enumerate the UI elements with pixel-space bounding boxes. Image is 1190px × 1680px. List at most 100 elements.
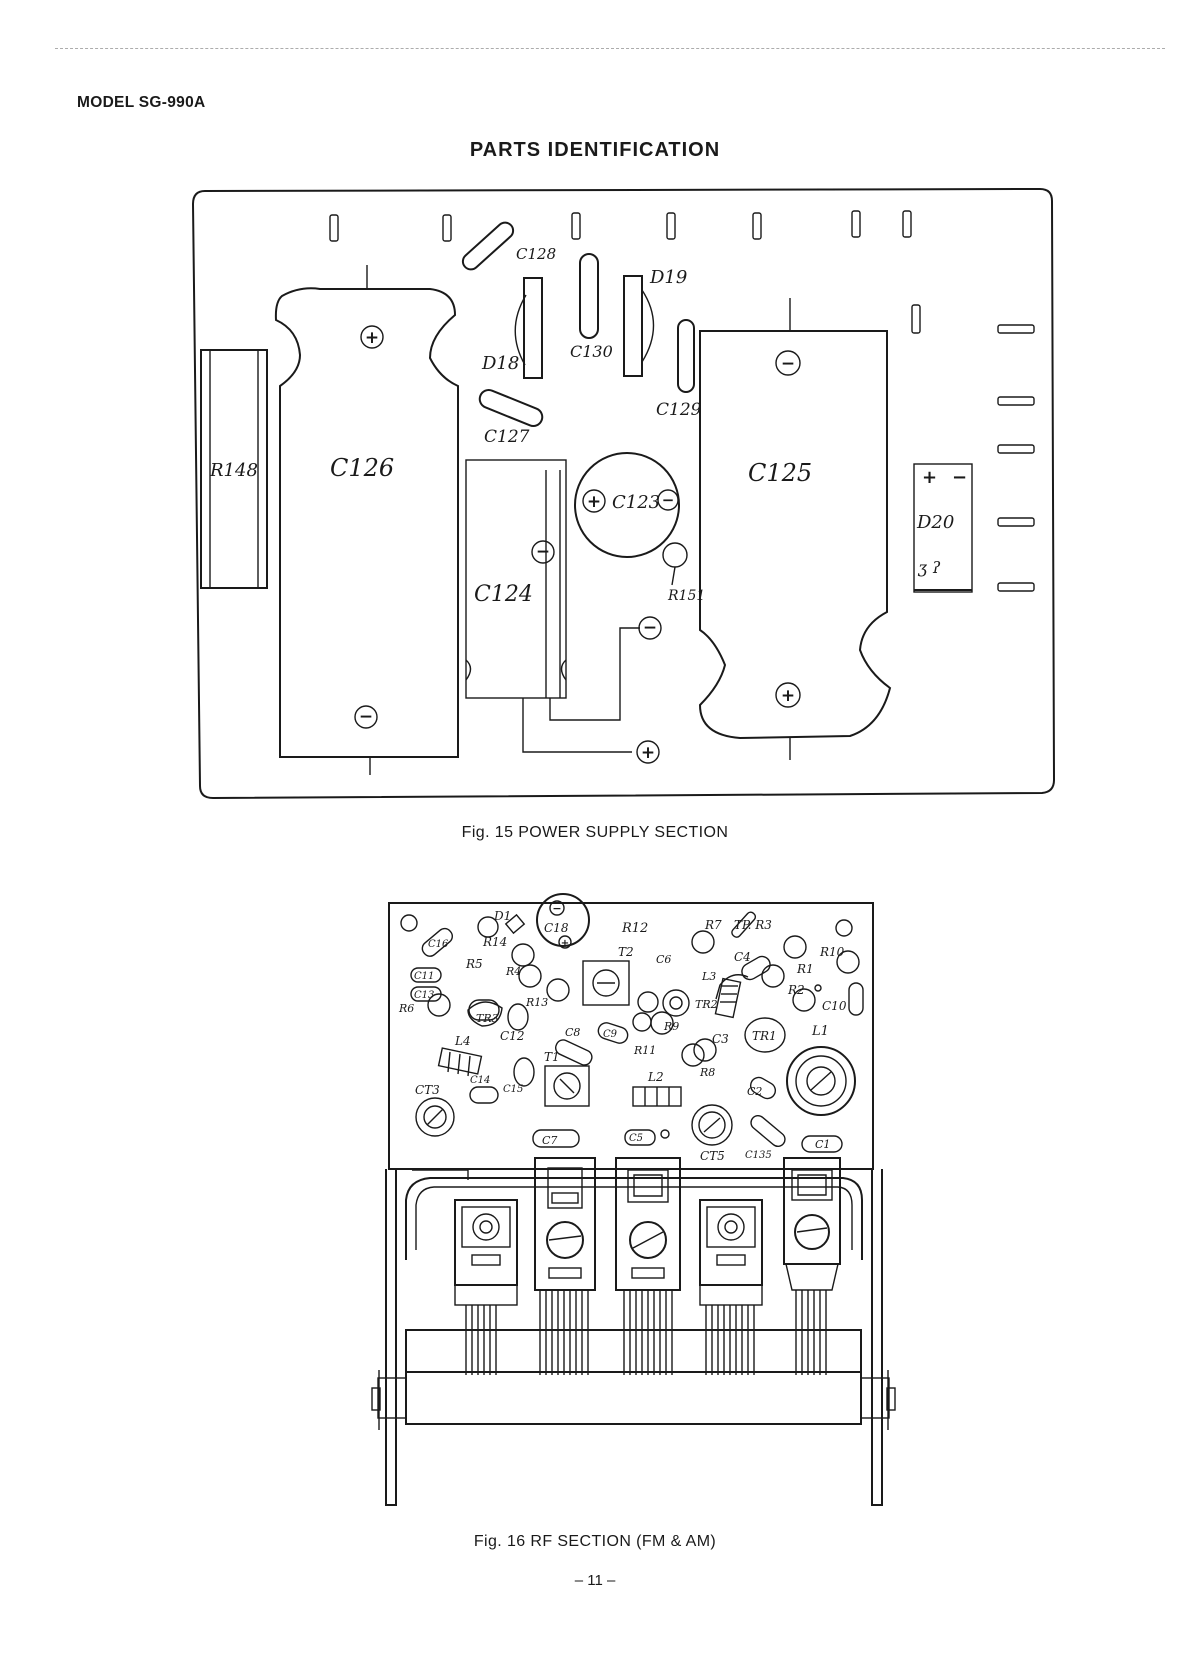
label-d18: D18 — [481, 353, 519, 374]
label-c13: C13 — [414, 990, 434, 1001]
svg-text:−: − — [952, 467, 967, 488]
c130-capacitor — [579, 253, 599, 339]
svg-text:−: − — [552, 902, 561, 915]
svg-text:+: + — [587, 492, 601, 512]
label-l1: L1 — [811, 1024, 829, 1039]
label-t1: T1 — [544, 1050, 560, 1064]
label-c130: C130 — [570, 342, 613, 361]
label-r12: R12 — [621, 921, 648, 936]
label-r10: R10 — [819, 945, 845, 959]
label-r9: R9 — [663, 1020, 679, 1033]
c18-capacitor — [536, 893, 590, 947]
label-r148: R148 — [209, 460, 258, 481]
label-tp-r3: TP. R3 — [734, 918, 772, 932]
c125-capacitor — [698, 330, 892, 740]
label-c8: C8 — [565, 1026, 580, 1039]
label-c5: C5 — [629, 1133, 643, 1144]
svg-text:−: − — [662, 491, 675, 509]
label-c128: C128 — [516, 245, 556, 263]
figure-15-caption: Fig. 15 POWER SUPPLY SECTION — [461, 824, 729, 841]
c126-capacitor — [274, 287, 459, 758]
svg-text:+: + — [922, 467, 937, 488]
r148-resistor — [200, 349, 268, 589]
d20-bridge-rectifier: + − ʒ ʔ — [913, 463, 973, 593]
svg-text:−: − — [359, 707, 373, 727]
psu-right-pins — [997, 324, 1035, 592]
label-r151: R151 — [667, 588, 705, 604]
rf-transistors — [467, 974, 786, 1062]
label-c11: C11 — [414, 971, 434, 982]
label-c135: C135 — [745, 1150, 772, 1161]
psu-board-outline — [191, 187, 1056, 800]
label-c127: C127 — [484, 427, 530, 447]
model-heading: MODEL SG-990A — [77, 94, 206, 111]
c124-capacitor: − — [465, 459, 567, 699]
c129-capacitor — [677, 319, 695, 393]
label-c126: C126 — [330, 454, 394, 482]
label-r4: R4 — [505, 965, 521, 978]
c123-capacitor — [574, 452, 680, 558]
label-tr3: TR3 — [476, 1012, 499, 1025]
top-rule — [55, 48, 1165, 50]
label-c129: C129 — [656, 400, 702, 420]
page-number: – 11 – — [574, 1572, 616, 1589]
rf-coils — [437, 977, 742, 1107]
label-r7: R7 — [704, 918, 722, 932]
label-r6: R6 — [398, 1002, 414, 1015]
label-r13: R13 — [525, 996, 548, 1009]
label-c15: C15 — [503, 1084, 523, 1095]
label-c124: C124 — [474, 582, 533, 607]
d19-diode — [623, 275, 643, 377]
d1-diode — [504, 913, 526, 935]
d19-outline — [641, 289, 655, 363]
label-l2: L2 — [647, 1070, 664, 1084]
label-c3: C3 — [712, 1032, 729, 1046]
rf-switch-assembly — [371, 1157, 896, 1506]
label-c2: C2 — [747, 1085, 762, 1098]
rf-trimmer-caps — [415, 1046, 856, 1146]
label-r2: R2 — [787, 983, 805, 997]
label-c14: C14 — [470, 1075, 490, 1086]
svg-text:ʒ ʔ: ʒ ʔ — [917, 558, 941, 577]
label-d1: D1 — [493, 909, 511, 923]
svg-text:+: + — [365, 328, 379, 348]
label-d19: D19 — [649, 267, 687, 288]
label-tr1: TR1 — [752, 1029, 777, 1043]
svg-text:−: − — [536, 542, 550, 562]
svg-text:+: + — [781, 686, 795, 706]
rf-small-components — [410, 911, 864, 1153]
label-c16: C16 — [428, 939, 449, 950]
svg-text:−: − — [781, 354, 795, 374]
c127-capacitor — [478, 389, 544, 427]
label-d20: D20 — [916, 512, 954, 533]
label-c10: C10 — [822, 999, 847, 1013]
label-tr2: TR2 — [695, 998, 718, 1011]
label-c18: C18 — [544, 921, 569, 935]
label-c123: C123 — [612, 492, 660, 513]
figure-16-caption: Fig. 16 RF SECTION (FM & AM) — [473, 1533, 717, 1550]
svg-text:+: + — [561, 938, 569, 949]
svg-text:−: − — [643, 618, 657, 638]
d18-outline — [514, 294, 527, 366]
rf-board-outline — [388, 902, 874, 1170]
label-ct3: CT3 — [415, 1083, 440, 1097]
label-r11: R11 — [633, 1044, 656, 1057]
page-title: PARTS IDENTIFICATION — [469, 139, 721, 161]
label-c125: C125 — [748, 459, 812, 487]
label-r1: R1 — [796, 962, 814, 976]
d18-diode — [523, 277, 543, 379]
label-ct5: CT5 — [700, 1149, 725, 1163]
label-r14: R14 — [482, 935, 507, 949]
label-c6: C6 — [656, 953, 671, 966]
label-c1: C1 — [815, 1138, 830, 1151]
label-l3: L3 — [701, 970, 716, 983]
label-c4: C4 — [734, 950, 751, 964]
svg-text:+: + — [641, 743, 655, 763]
psu-top-pins — [329, 210, 921, 334]
c128-capacitor — [461, 221, 515, 271]
label-l4: L4 — [454, 1034, 471, 1048]
label-c7: C7 — [542, 1134, 557, 1147]
rf-trimmers — [544, 960, 630, 1107]
